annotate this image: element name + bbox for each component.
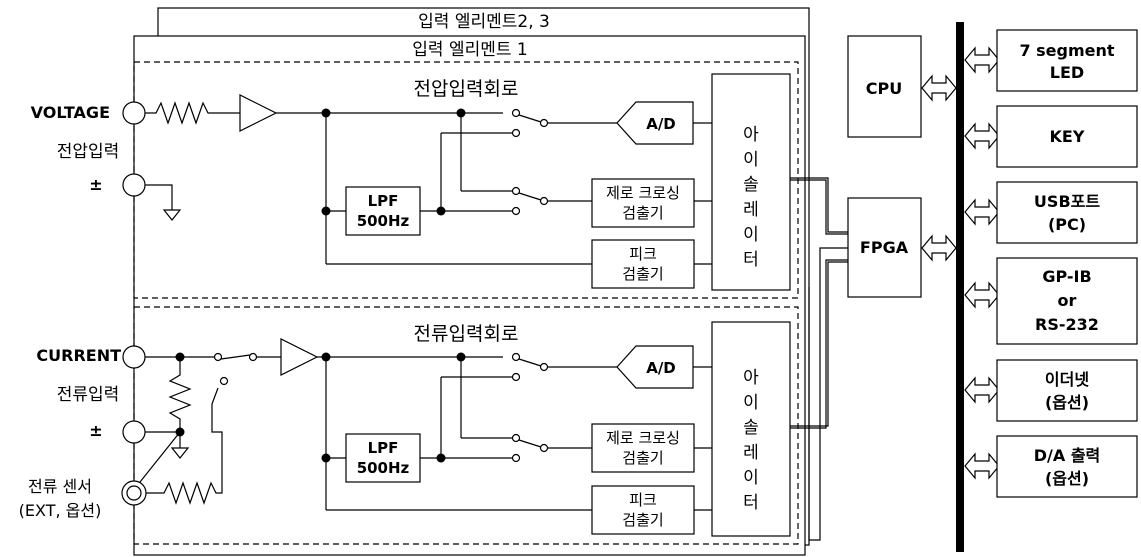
- current-lpf-box: [345, 433, 421, 483]
- current-peak-detector: [591, 485, 695, 535]
- voltage-peak-sub: 검출기: [622, 265, 663, 283]
- da-output-box: [996, 435, 1138, 498]
- current-terminal: [122, 345, 146, 369]
- voltage-to-fpga-line: [790, 177, 848, 233]
- voltage-ad-label: A/D: [646, 115, 676, 133]
- gpib-label-2: or: [1058, 291, 1077, 310]
- gpib-box: [996, 257, 1138, 345]
- voltage-zc-label: 제로 크로싱: [606, 184, 680, 202]
- voltage-terminal: [122, 101, 146, 125]
- led-label-2: LED: [1050, 63, 1084, 82]
- voltage-plus-minus: ±: [89, 175, 102, 194]
- current-ad-label: A/D: [646, 359, 676, 377]
- voltage-isolator-char-5: 이: [743, 225, 759, 245]
- usb-label-1: USB포트: [1034, 192, 1100, 211]
- current-isolator-char-2: 이: [743, 393, 759, 413]
- elements-2-3-to-fpga-line: [808, 247, 848, 541]
- voltage-amplifier: [239, 94, 278, 132]
- bus-arrow-2: [964, 123, 1000, 149]
- voltage-isolator-char-2: 이: [743, 150, 759, 170]
- sensor-resistor: [146, 387, 223, 505]
- voltage-peak-label: 피크: [629, 245, 657, 263]
- bus-arrow-4: [964, 282, 1000, 308]
- element-1-frame: [133, 35, 806, 556]
- current-sensor-label: 전류 센서: [28, 477, 92, 496]
- current-plus-minus: ±: [89, 421, 102, 440]
- fpga-label: FPGA: [860, 238, 909, 257]
- voltage-isolator-char-6: 터: [743, 250, 759, 270]
- voltage-terminal-label: VOLTAGE: [31, 103, 110, 122]
- ground-icon: [162, 209, 182, 221]
- voltage-zero-crossing-detector: [591, 178, 695, 228]
- bus-arrow-1: [964, 47, 1000, 73]
- cpu-bus-arrow: [921, 75, 957, 101]
- element-1-label: 입력 엘리멘트 1: [412, 40, 527, 60]
- system-bus: [956, 22, 964, 552]
- fpga-box: [847, 197, 922, 298]
- fpga-bus-arrow: [921, 235, 957, 261]
- led-label-1: 7 segment: [1019, 41, 1114, 60]
- cpu-box: [847, 35, 922, 138]
- current-input-label: 전류입력: [57, 385, 120, 405]
- voltage-lpf-freq: 500Hz: [357, 212, 410, 230]
- current-isolator-char-6: 터: [743, 493, 759, 513]
- current-isolator-char-5: 이: [743, 468, 759, 488]
- gpib-label-3: RS-232: [1035, 315, 1099, 334]
- current-terminal-label: CURRENT: [36, 346, 121, 365]
- current-ground-terminal: [122, 420, 146, 444]
- usb-box: [996, 181, 1138, 244]
- bus-arrow-6: [964, 453, 1000, 479]
- current-zero-crossing-detector: [591, 423, 695, 473]
- current-sensor-sub: (EXT, 옵션): [19, 501, 102, 520]
- voltage-lpf-label: LPF: [368, 192, 399, 210]
- ethernet-label-1: 이더넷: [1045, 370, 1089, 389]
- voltage-zc-sub: 검출기: [622, 204, 663, 222]
- usb-label-2: (PC): [1048, 215, 1086, 234]
- current-isolator-char-1: 아: [743, 368, 759, 388]
- voltage-circuit-title: 전압입력회로: [414, 78, 519, 100]
- voltage-isolator: [711, 73, 791, 291]
- ethernet-label-2: (옵션): [1045, 393, 1089, 412]
- voltage-ground-terminal: [122, 173, 146, 197]
- current-zc-label: 제로 크로싱: [606, 429, 680, 447]
- cpu-label: CPU: [866, 79, 902, 98]
- current-isolator-char-4: 레: [743, 443, 759, 463]
- ground-icon-2: [170, 447, 190, 459]
- current-zc-sub: 검출기: [622, 449, 663, 467]
- voltage-isolator-char-1: 아: [743, 125, 759, 145]
- current-lpf-freq: 500Hz: [357, 459, 410, 477]
- current-circuit-title: 전류입력회로: [414, 323, 519, 345]
- current-to-fpga-line: [790, 259, 848, 429]
- key-label: KEY: [1050, 127, 1085, 146]
- current-amplifier: [280, 338, 319, 376]
- current-peak-sub: 검출기: [622, 511, 663, 529]
- current-isolator-char-3: 솔: [743, 418, 759, 438]
- da-output-label-1: D/A 출력: [1034, 446, 1101, 465]
- current-peak-label: 피크: [629, 491, 657, 509]
- voltage-resistor: [145, 101, 240, 125]
- element-2-3-label: 입력 엘리멘트2, 3: [418, 12, 550, 32]
- ethernet-box: [996, 359, 1138, 422]
- bus-arrow-3: [964, 199, 1000, 225]
- current-isolator: [711, 321, 791, 537]
- gpib-label-1: GP-IB: [1042, 267, 1091, 286]
- da-output-label-2: (옵션): [1045, 469, 1089, 488]
- bus-arrow-5: [964, 377, 1000, 403]
- key-box: [996, 105, 1138, 168]
- shunt-resistor: [168, 357, 192, 432]
- voltage-isolator-char-4: 레: [743, 200, 759, 220]
- voltage-input-label: 전압입력: [57, 142, 120, 162]
- voltage-isolator-char-3: 솔: [743, 175, 759, 195]
- current-lpf-label: LPF: [368, 439, 399, 457]
- led-box: [996, 29, 1138, 92]
